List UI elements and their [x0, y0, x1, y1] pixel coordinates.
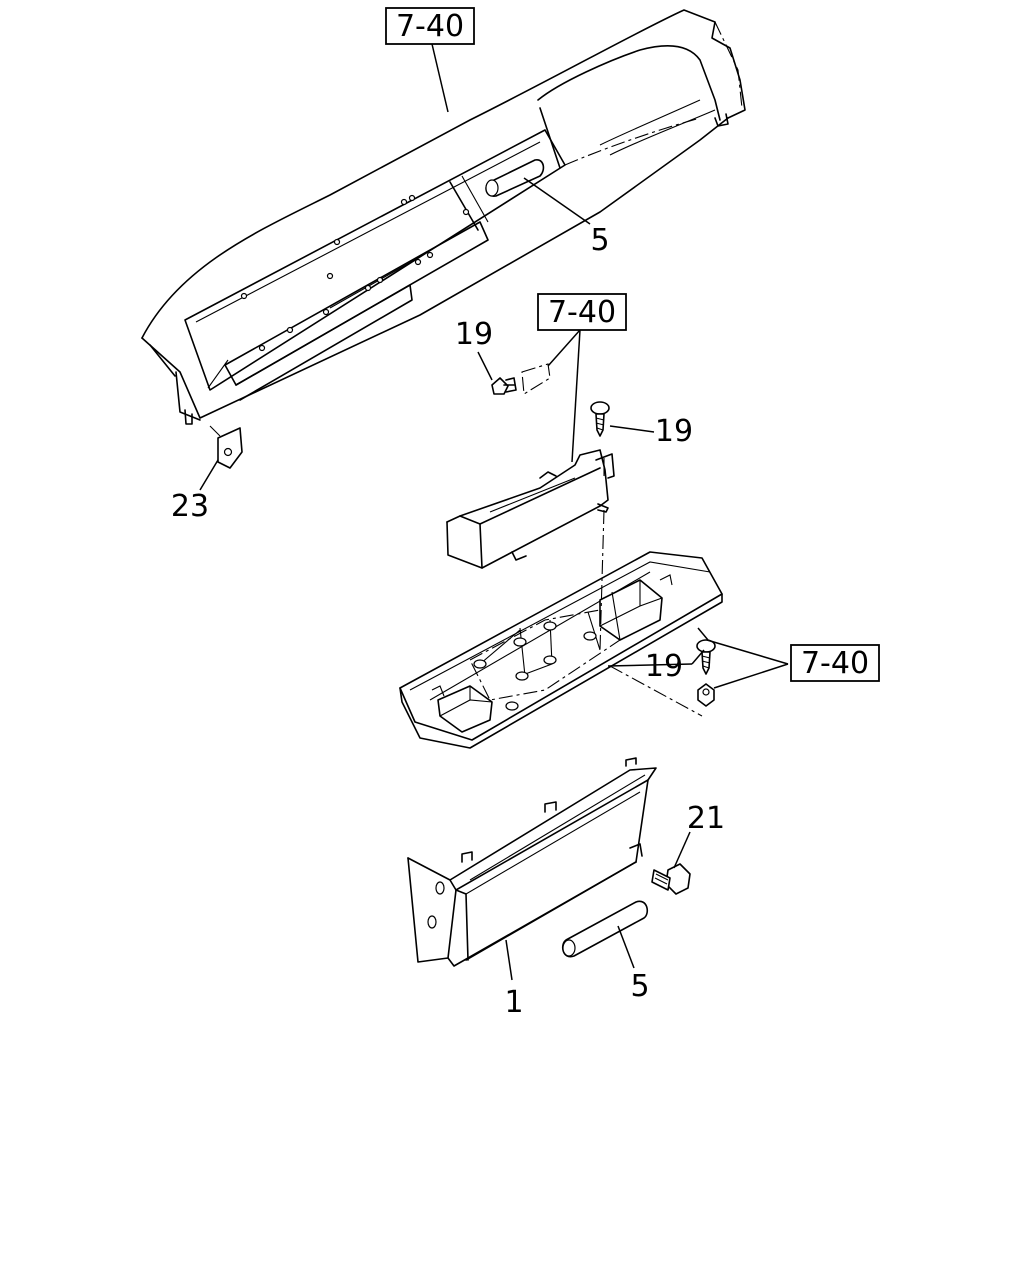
lower-panel-1	[407, 757, 657, 967]
reference-7-40-top[interactable]: 7-40	[385, 7, 475, 45]
screw-19	[590, 401, 610, 437]
reference-7-40-lower[interactable]: 7-40	[790, 644, 880, 682]
console-tray	[399, 551, 723, 749]
callout-19-lower[interactable]: 19	[645, 649, 683, 684]
bracket-23	[209, 425, 243, 469]
callout-21[interactable]: 21	[687, 801, 725, 836]
callout-19-screw[interactable]: 19	[655, 414, 693, 449]
dashboard-panel	[141, 9, 746, 425]
callout-19-clip[interactable]: 19	[455, 317, 493, 352]
handle-5-lower	[561, 900, 649, 958]
clip-19	[491, 377, 517, 395]
air-duct	[446, 449, 615, 569]
nut-item	[697, 683, 715, 707]
reference-7-40-middle[interactable]: 7-40	[537, 293, 627, 331]
callout-23[interactable]: 23	[171, 489, 209, 524]
svg-text:7-40: 7-40	[396, 9, 464, 44]
bolt-21	[651, 863, 691, 895]
callout-5-lower[interactable]: 5	[630, 969, 649, 1004]
svg-text:7-40: 7-40	[548, 295, 616, 330]
svg-text:7-40: 7-40	[801, 646, 869, 681]
leader-lines	[199, 43, 789, 981]
callout-5-upper[interactable]: 5	[590, 223, 609, 258]
screw-19-lower	[696, 639, 716, 675]
pad-item	[521, 363, 551, 395]
callout-1[interactable]: 1	[504, 985, 523, 1020]
